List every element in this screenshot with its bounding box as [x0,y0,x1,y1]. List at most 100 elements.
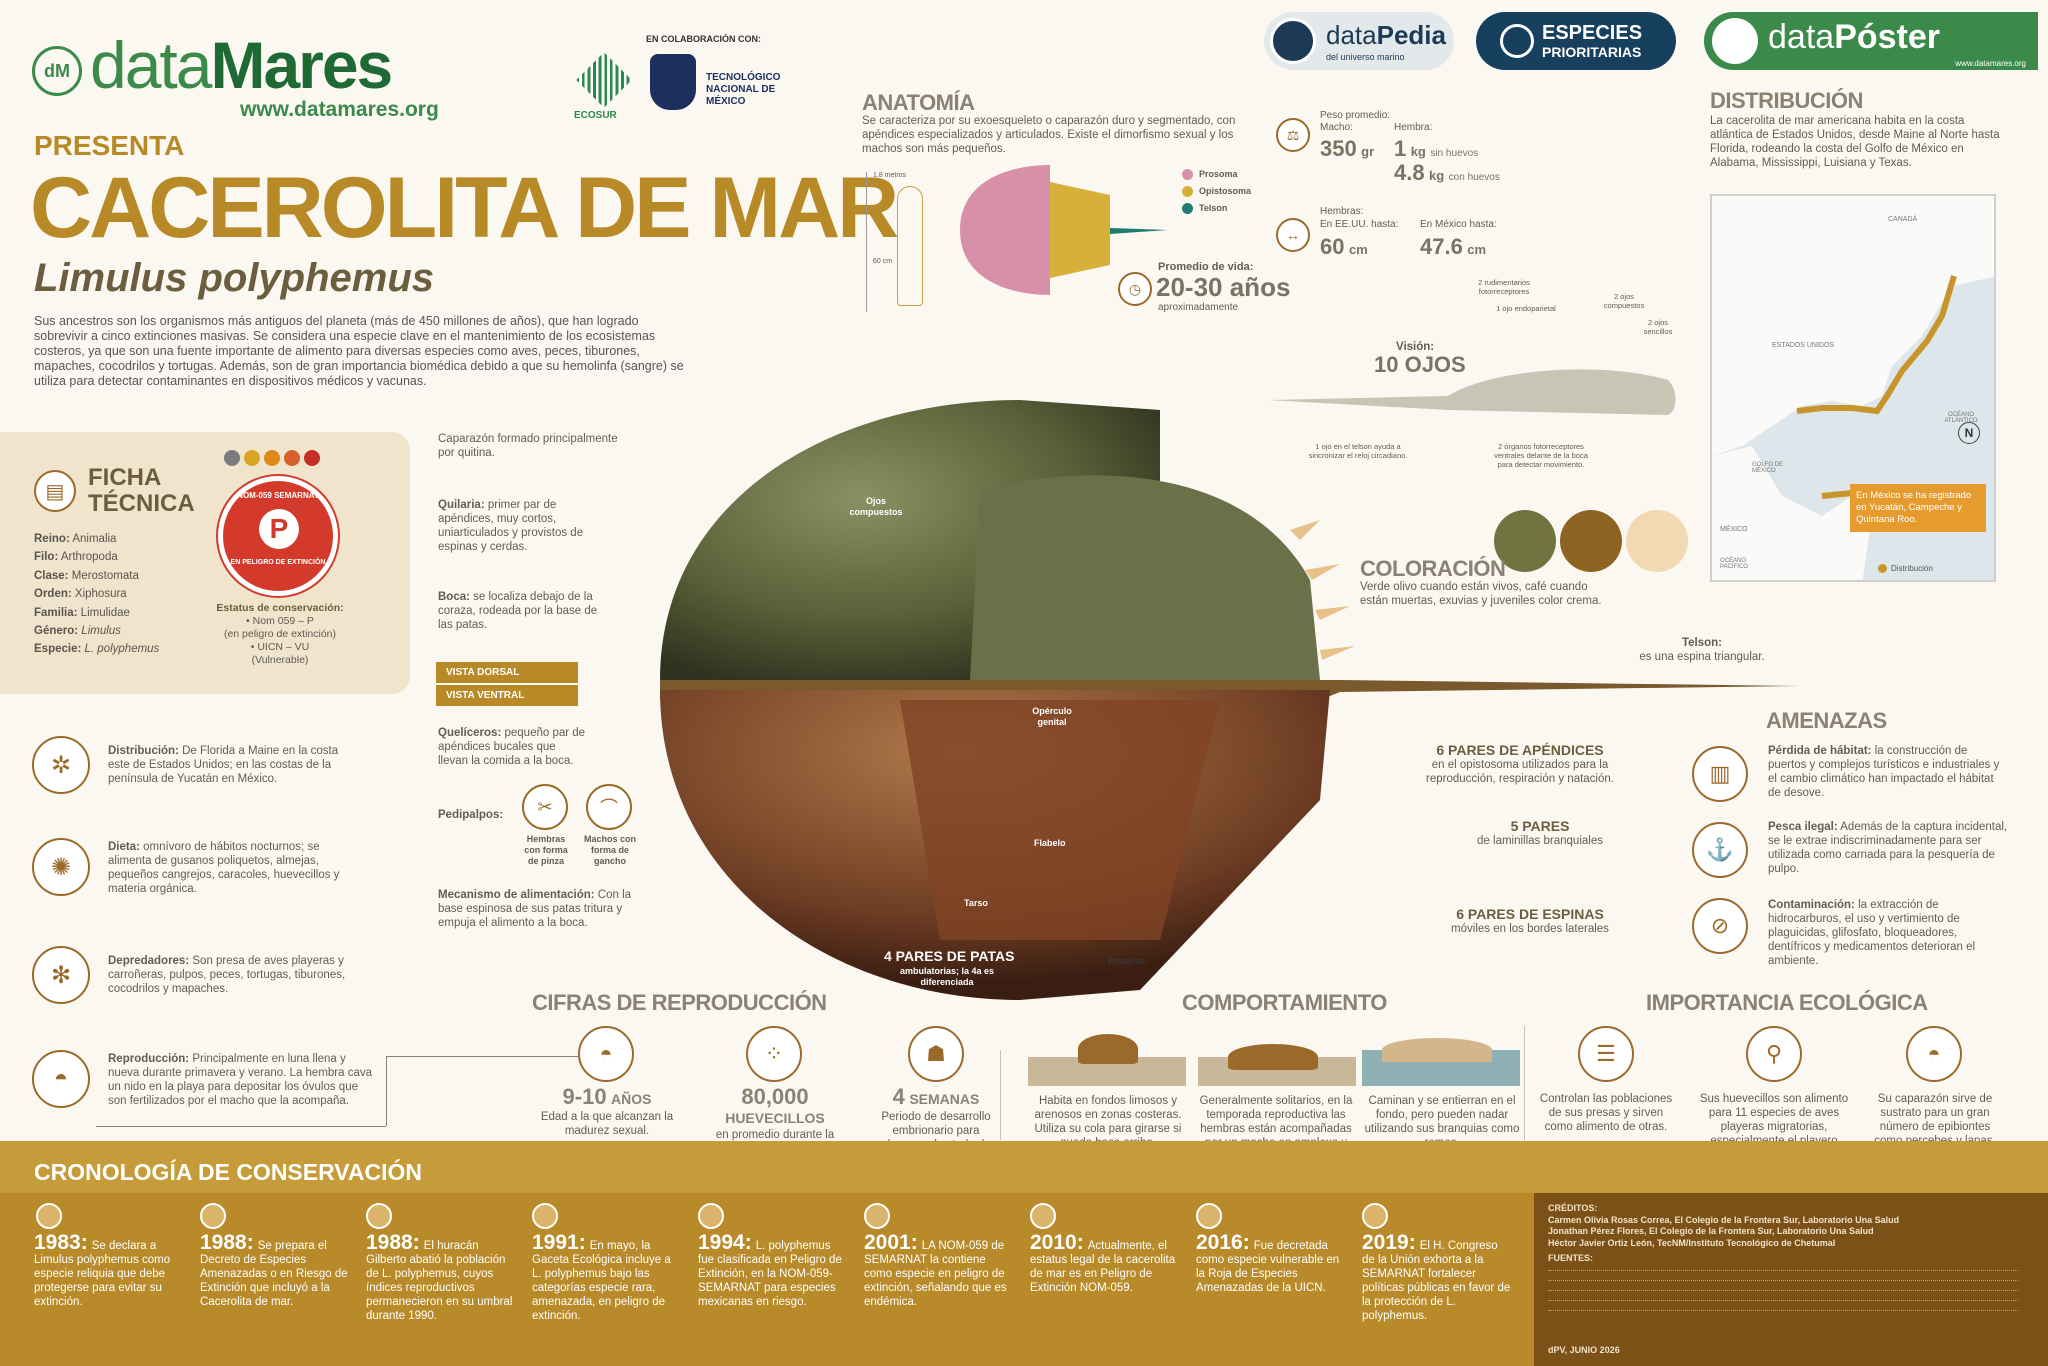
label-pinza: Hembras con forma de pinza [524,834,568,866]
shield-icon [36,1203,62,1229]
anatomy-legend: Prosoma Opistosoma Telson [1182,166,1251,217]
macho-value: 350 gr [1320,136,1375,161]
label-telson: Telson:es una espina triangular. [1639,637,1765,663]
datapedia-pill[interactable]: dataPedia del universo marino [1264,12,1454,70]
brand-logo[interactable]: dataMares [90,28,393,102]
fact-reproduccion: Reproducción: Principalmente en luna lle… [108,1053,373,1107]
dataposter-a: data [1768,18,1835,56]
swatch-cream [1626,510,1688,572]
especies-b: PRIORITARIAS [1542,44,1642,60]
hembra-label: Hembra: [1394,122,1433,133]
amenaza-habitat: Pérdida de hábitat: la construcción de p… [1768,745,2000,799]
scale-weight-icon: ⚖ [1276,118,1310,152]
lifespan-icon: ◷ [1118,272,1152,306]
mx-value: 47.6 cm [1420,234,1487,259]
warning-icon [1030,1203,1056,1229]
datapedia-sub: del universo marino [1326,52,1405,62]
distribution-map: CANADÁ ESTADOS UNIDOS OCÉANO ATLÁNTICO G… [1710,194,1996,582]
shield-icon [366,1203,392,1229]
amenaza-pesca: Pesca ilegal: Además de la captura incid… [1768,821,2008,875]
map-atlantic: OCÉANO ATLÁNTICO [1944,412,1978,424]
dataposter-icon [1712,18,1758,64]
document-icon [532,1203,558,1229]
especies-pill[interactable]: ESPECIES PRIORITARIAS [1476,12,1676,70]
repro-1: 9-10 AÑOS Edad a la que alcanzan la madu… [540,1084,674,1137]
label-boca: Boca: se localiza debajo de la coraza, r… [438,591,598,631]
label-queliceros: Quelíceros: pequeño par de apéndices buc… [438,727,586,767]
brand-url[interactable]: www.datamares.org [240,98,439,121]
north-arrow-icon: N [1958,422,1980,444]
hook-octopus-icon: ⚓ [1692,822,1748,878]
especies-a: ESPECIES [1542,22,1643,44]
taxonomy-row: Familia: Limulidae [34,606,130,619]
eco-text-1: Controlan las poblaciones de sus presas … [1539,1093,1673,1133]
document-icon [698,1203,724,1229]
coloracion-title: COLORACIÓN [1360,556,1506,581]
tecnm-label: TECNOLÓGICO NACIONAL DE MÉXICO [706,72,781,107]
timeline-item-2019: 2019:El H. Congreso de la Unión exhorta … [1362,1231,1511,1322]
dataposter-pill[interactable]: dataPóster www.datamares.org [1704,12,2038,70]
swatch-olive [1494,510,1556,572]
ruler-icon: ↔ [1276,218,1310,252]
side-view-crab [1268,369,1676,415]
legend-telson: Telson [1182,200,1251,217]
behavior-text-3: Caminan y se entierran en el fondo, pero… [1364,1095,1520,1149]
label-patas-sub: ambulatorias; la 4a es diferenciada [899,966,995,987]
distribucion-title: DISTRIBUCIÓN [1710,88,1863,113]
label-gancho: Machos con forma de gancho [583,834,636,866]
coloracion-text: Verde olivo cuando están vivos, café cua… [1360,581,1602,607]
scale-figure: 1.8 metros 60 cm [866,172,956,312]
nom059-badge: NOM-059 SEMARNAT P EN PELIGRO DE EXTINCI… [218,476,338,596]
taxonomy-list: Reino: Animalia Filo: Arthropoda Clase: … [34,530,159,659]
dataposter-b: Póster [1834,18,1941,56]
badge-top: NOM-059 SEMARNAT [237,491,319,500]
badge-letter: P [259,509,299,549]
anatomia-text: Se caracteriza por su exoesqueleto o cap… [862,115,1236,155]
shield-icon [1362,1203,1388,1229]
amenazas-title: AMENAZAS [1766,708,1887,733]
taxonomy-row: Filo: Arthropoda [34,551,118,564]
vision-note-1: 2 rudimentarios fotorreceptores [1478,278,1530,296]
map-legend: Distribución [1878,564,1933,574]
label-apendices: 6 PARES DE APÉNDICES en el opistosoma ut… [1426,742,1614,785]
amenaza-contaminacion: Contaminación: la extracción de hidrocar… [1768,899,1976,967]
taxonomy-row: Reino: Animalia [34,533,117,545]
badge-bottom: EN PELIGRO DE EXTINCIÓN [230,559,326,566]
ecosur-label: ECOSUR [574,110,617,121]
credits-line-3: Héctor Javier Ortiz León, TecNM/Institut… [1548,1237,1836,1248]
behavior-image-3 [1362,1014,1520,1086]
label-caparazon: Caparazón formado principalmente por qui… [438,433,618,459]
larva-icon: ☗ [908,1026,964,1082]
timeline-item-1988a: 1988:Se prepara el Decreto de Especies A… [200,1231,348,1308]
usa-label: En EE.UU. hasta: [1320,219,1399,230]
label-ojos: Ojos compuestos [849,496,903,517]
datapedia-a: data [1326,20,1377,50]
status-block: Estatus de conservación: • Nom 059 – P (… [216,602,344,666]
credits-line-1: Carmen Olivia Rosas Correa, El Colegio d… [1548,1214,1900,1225]
status-icons-row [224,450,320,466]
horseshoe-crab-illustration [660,400,1800,1000]
human-silhouette-icon [897,186,923,306]
fact-distribucion: Distribución: De Florida a Maine en la c… [108,745,339,785]
magnifier-icon [1196,1203,1222,1229]
label-pedipalpos: Pedipalpos: [438,809,504,821]
vision-note-3: 2 ojos compuestos [1603,292,1645,310]
ecosur-logo [576,52,632,108]
size-label: Hembras: [1320,206,1364,217]
map-usa: ESTADOS UNIDOS [1772,342,1835,349]
label-laminillas: 5 PARES de laminillas branquiales [1477,818,1603,847]
fact-depredadores: Depredadores: Son presa de aves playeras… [108,955,346,995]
anatomia-title: ANATOMÍA [862,90,975,115]
brand-a: data [90,28,212,102]
distribution-icon: ✲ [32,736,90,794]
vision-note-2: 1 ojo endoparietal [1496,304,1556,313]
label-flabelo: Flabelo [1034,838,1066,848]
color-swatches [1494,510,1688,572]
label-opercul: Opérculo genital [1032,706,1072,727]
credits-line-2: Jonathan Pérez Flores, El Colegio de la … [1548,1226,1874,1236]
especies-icon [1500,24,1534,58]
pinza-icon: ✂ [522,784,568,830]
gancho-icon: ⌒ [586,784,632,830]
octopus-icon: ✻ [32,946,90,1004]
vision-note-6: 2 órganos fotorreceptores ventrales dela… [1494,442,1588,469]
